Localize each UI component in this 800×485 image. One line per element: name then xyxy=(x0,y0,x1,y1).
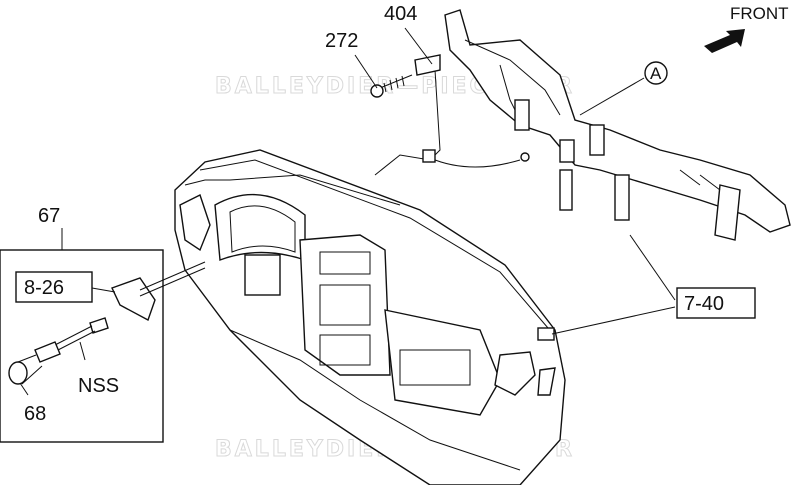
release-cable xyxy=(374,54,530,176)
callout-7-40: 7-40 xyxy=(684,293,724,315)
screw-272 xyxy=(370,74,413,98)
instrument-panel xyxy=(174,149,566,485)
callout-68: 68 xyxy=(24,403,46,425)
crossmember-bracket xyxy=(444,9,791,241)
callout-nss: NSS xyxy=(78,375,119,397)
callout-67: 67 xyxy=(38,205,60,227)
callout-272: 272 xyxy=(325,30,358,52)
callout-7-40-box: 7-40 xyxy=(676,287,756,319)
callout-8-26: 8-26 xyxy=(24,277,64,299)
front-arrow-icon xyxy=(704,29,745,53)
callout-8-26-box: 8-26 xyxy=(15,271,93,303)
reference-a-label: A xyxy=(650,64,662,83)
reference-a: A xyxy=(644,61,668,85)
front-label: FRONT xyxy=(730,4,789,23)
callout-404: 404 xyxy=(384,3,417,25)
inset-box-67 xyxy=(0,249,206,443)
leader-lines xyxy=(19,27,676,396)
